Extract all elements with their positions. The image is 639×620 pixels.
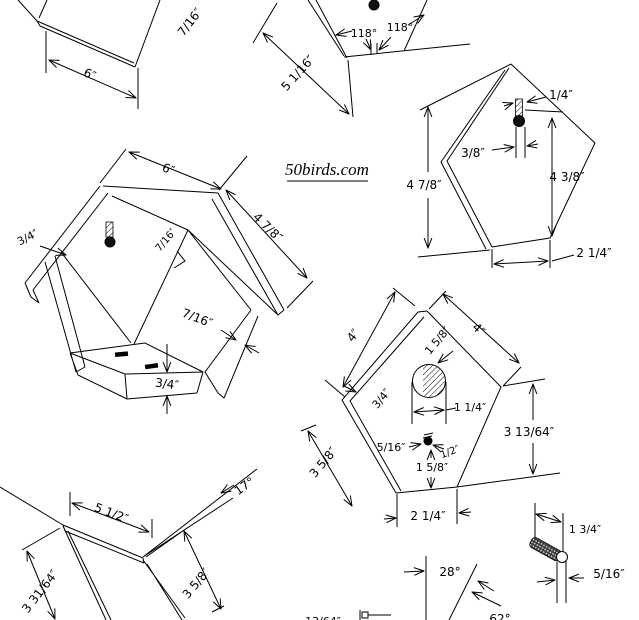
side2-angle-leader [221, 485, 234, 493]
dim-label-roof-width: 6″ [81, 65, 98, 83]
view-screw-detail: 1 3/4″ 5/16″ [528, 503, 625, 603]
perch-screw-threads [423, 433, 433, 438]
roof-board-outline [18, 0, 160, 109]
view-front-panel: 4″ 4″ 1 5/8″ 3/4″ 1 1/4″ 5/16″ 1/2″ 1 5/… [301, 288, 560, 527]
view-front-bottom: 118° 118° 5 1/16″ [253, 0, 470, 117]
dim-label-hole-offset: 1 5/8″ [422, 324, 453, 357]
dim-label-side2-left: 3 31/64″ [19, 567, 61, 616]
assembly-roof-width-dimline [226, 190, 307, 278]
dim-label-perch-offset: 5/16″ [377, 441, 406, 454]
assembly-outline [25, 149, 313, 399]
hole-offset-leader [438, 351, 453, 363]
view-angle-detail: 28° 62° 13/64″ [305, 556, 511, 620]
view-roof-board: 6″ 7/16″ [18, 0, 206, 109]
side2-top-dimline [72, 503, 149, 532]
screw-offset-leader-l [504, 103, 513, 106]
slot-width-leader-r [527, 144, 538, 146]
wall-thickness-leader-2 [245, 345, 259, 353]
front-edge-right-dimline [443, 294, 519, 363]
dim-label-side-base: 2 1/4″ [576, 246, 612, 260]
dim-label-angle-top: 28° [439, 565, 460, 579]
assembly-roof-length-dimline [129, 152, 221, 189]
dim-label-front-bevel: 3/4″ [370, 386, 394, 411]
perch-size-leader [433, 445, 444, 449]
screw-threads-side-panel [516, 99, 523, 116]
dim-label-side-inner-height: 4 3/8″ [549, 170, 585, 184]
angle-bottom-leader-2 [472, 592, 501, 606]
side-panel-base-dimline [494, 261, 548, 264]
dim-label-screw-length: 1 3/4″ [569, 523, 601, 536]
angle-bottom-leader-1 [478, 581, 494, 591]
angle-right-tick-leader [379, 37, 391, 50]
screw-threads-assembly [106, 222, 113, 237]
angle-detail-box [362, 612, 368, 618]
dim-label-side2-top: 5 1/2″ [92, 500, 130, 526]
bevel-leader [344, 386, 356, 392]
angle-right-leader [408, 15, 424, 25]
screw-head-assembly [105, 237, 115, 247]
dim-label-lower-left-edge: 3 5/8″ [307, 444, 341, 480]
hole-diameter-dimline [414, 410, 444, 412]
screw-length-dimline [536, 514, 561, 522]
front-base-dimline-left [384, 518, 396, 519]
front-bottom-edge-dimline [263, 33, 349, 114]
angle-left-leader [336, 31, 352, 35]
roof-thickness-leader [40, 246, 66, 255]
dim-label-side-height: 4 7/8″ [406, 178, 442, 192]
front-edge-left-dimline [343, 292, 395, 387]
dim-label-screw-offset: 1/4″ [549, 88, 573, 102]
dim-label-angle-bottom: 62° [489, 612, 510, 620]
dim-label-hole-diameter: 1 1/4″ [454, 401, 486, 414]
dim-label-wall-thickness: 7/16″ [180, 306, 215, 331]
dim-label-angle-left: 118° [351, 27, 378, 40]
lower-left-edge-dimline [308, 431, 352, 506]
dim-label-side-height-right: 3 13/64″ [504, 425, 555, 439]
hole-diameter-tail [446, 408, 456, 410]
floor-vent-slot-2 [144, 363, 159, 370]
front-panel-outline [301, 288, 560, 527]
view-side-panel: 1/4″ 3/8″ 4 7/8″ 4 3/8″ 2 1/4″ [406, 64, 612, 268]
dim-label-angle-right: 118° [387, 21, 414, 34]
dim-label-assembly-roof-length: 6″ [160, 160, 177, 178]
view-side-panel-2: 5 1/2″ 17° 3 31/64″ 3 5/8″ [0, 469, 257, 620]
angle-top-leader [404, 571, 424, 572]
floor-vent-slot-1 [114, 351, 129, 358]
screw-tip [557, 552, 568, 563]
screw-offset-leader-r [527, 97, 546, 102]
roof-board-width-dimline [49, 60, 136, 98]
side2-right-dimline [184, 531, 221, 609]
screw-diameter-leader-l [537, 580, 555, 582]
screw-head-top [369, 0, 379, 10]
front-base-dimline-right [459, 512, 471, 513]
dim-label-floor-thickness: 3/4″ [154, 376, 180, 393]
angle-left-tick-leader [366, 39, 371, 50]
view-assembly: 6″ 4 7/8″ 3/4″ 7/16″ 7/16″ 3/4″ [15, 149, 313, 414]
slot-width-leader-l [492, 147, 514, 150]
dim-label-front-edge-right: 4″ [469, 320, 488, 339]
dim-label-ridge-overlap: 7/16″ [154, 227, 179, 254]
wall-thickness-leader-1 [221, 330, 236, 340]
dim-label-perch-size: 1/2″ [439, 444, 462, 461]
dim-label-front-base: 2 1/4″ [410, 509, 446, 523]
site-logo: 50birds.com [285, 160, 369, 181]
dim-label-assembly-roof-width: 4 7/8″ [250, 210, 285, 245]
dim-label-slot-width: 3/8″ [461, 146, 485, 160]
dim-label-front-edge-left: 4″ [344, 326, 363, 345]
screw-head-side-panel [514, 116, 525, 127]
dim-label-front-bottom-edge: 5 1/16″ [278, 52, 317, 94]
dim-label-assembly-roof-thickness: 3/4″ [15, 227, 40, 248]
dim-label-side2-angle: 17° [232, 474, 257, 498]
dim-label-screw-diameter: 5/16″ [593, 567, 625, 581]
dim-label-perch-height: 1 5/8″ [416, 461, 448, 474]
side2-left-dimline [27, 551, 55, 619]
site-logo-text: 50birds.com [285, 160, 369, 179]
dim-label-roof-thickness: 7/16″ [175, 5, 206, 39]
dim-label-partial: 13/64″ [305, 615, 341, 620]
front-bottom-outline [253, 0, 470, 117]
perch-offset-leader [409, 444, 421, 447]
